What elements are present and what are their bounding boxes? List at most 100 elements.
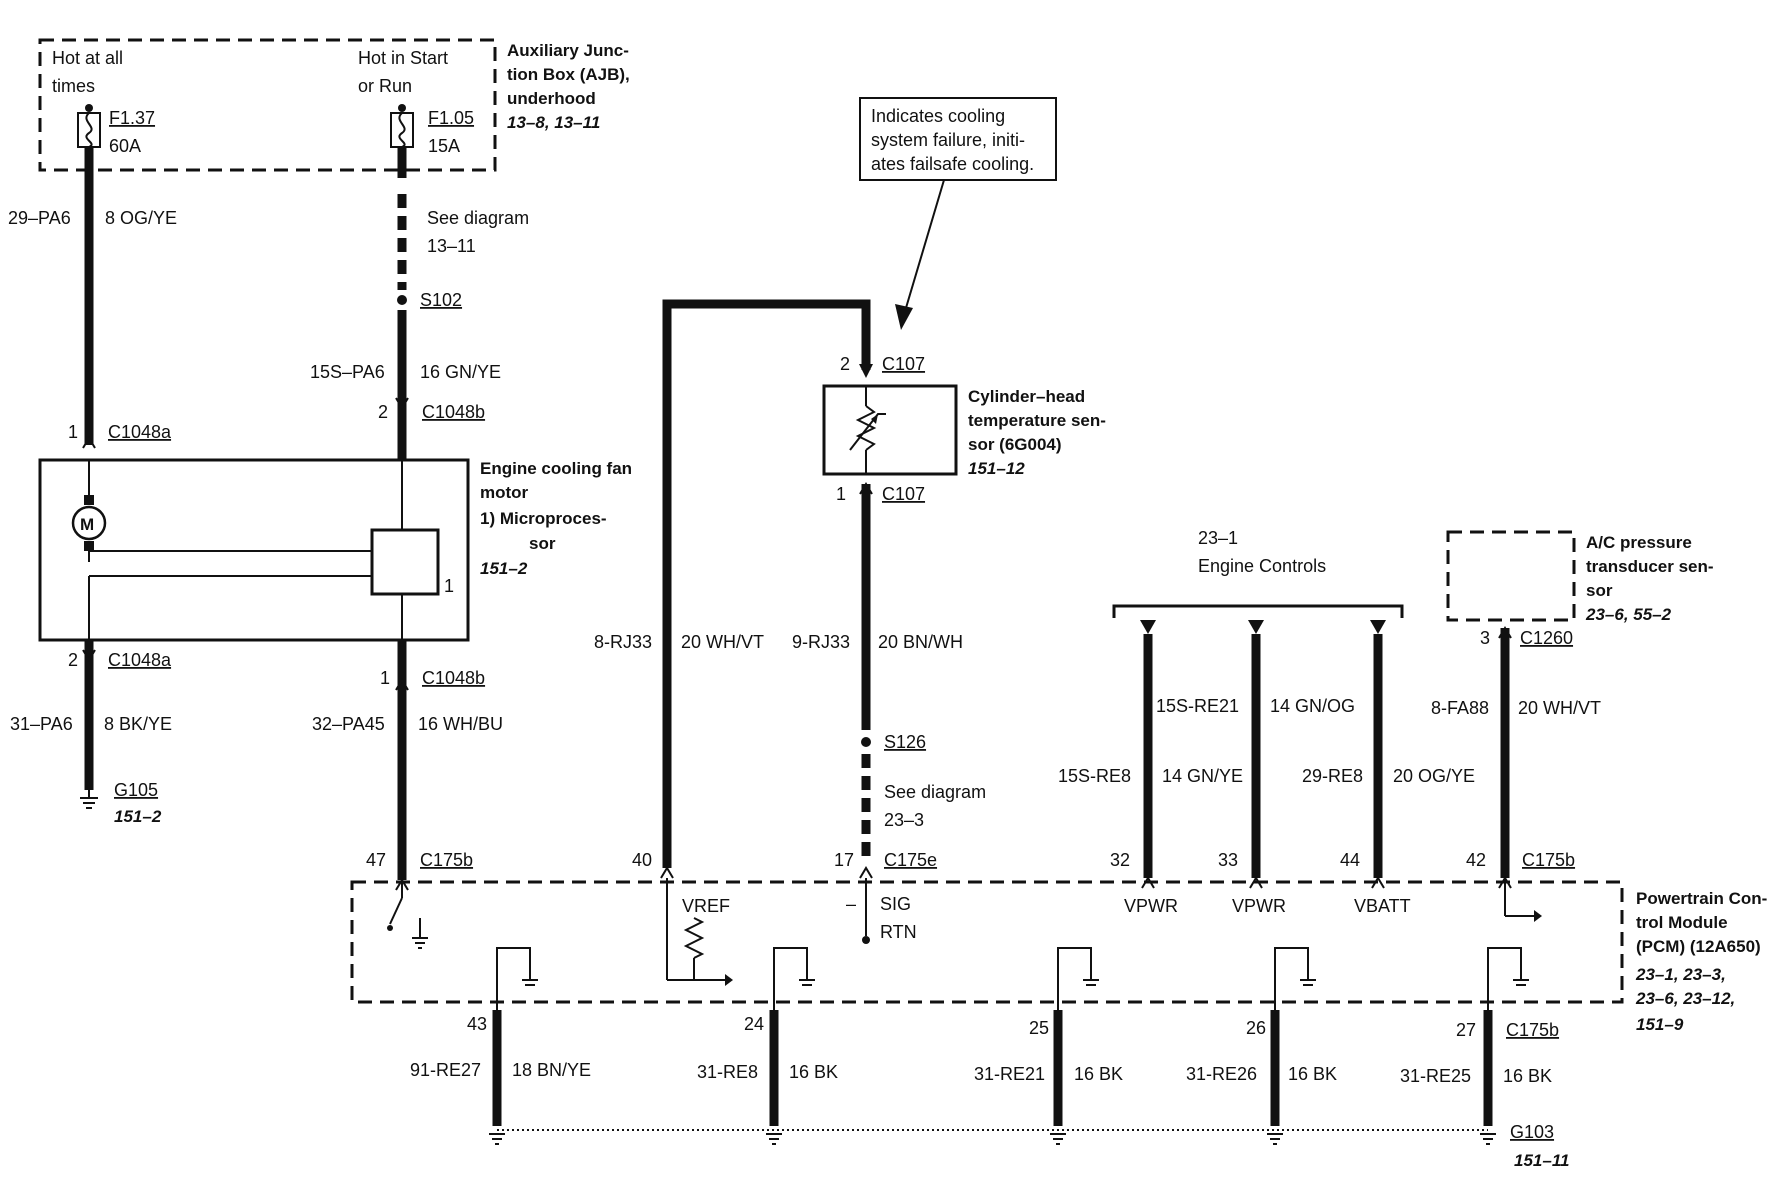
fan-see-1: See diagram (427, 208, 529, 228)
pcm-sig: SIG (880, 894, 911, 914)
pin-a1: 1 (68, 422, 78, 442)
ground-g105: G105 (114, 780, 158, 800)
conn-b2-arrow-icon (395, 397, 409, 410)
motor-glyph: M (80, 515, 94, 534)
ec-w3-circuit: 29-RE8 (1302, 766, 1363, 786)
pcm-pin-33: 33 (1218, 850, 1238, 870)
ajb-ref: 13–8, 13–11 (507, 113, 600, 132)
ec-bus-bracket (1112, 604, 1404, 618)
ajb-hot-start-1: Hot in Start (358, 48, 448, 68)
gnd-conn-27: C175b (1506, 1020, 1559, 1040)
pin17-arrow-icon (859, 866, 873, 879)
pcm-conn-42: C175b (1522, 850, 1575, 870)
gnd-g25: 16 BK (1074, 1064, 1123, 1084)
ac-circuit: 8-FA88 (1431, 698, 1489, 718)
ac-conn: C1260 (1520, 628, 1573, 648)
pin-a2: 2 (68, 650, 78, 670)
cht-sig-gauge: 20 BN/WH (878, 632, 963, 652)
pcm-conn-17: C175e (884, 850, 937, 870)
gnd-c24: 31-RE8 (697, 1062, 758, 1082)
pcm-ground-loops (496, 947, 1529, 1010)
ec-w1-gauge: 14 GN/OG (1270, 696, 1355, 716)
fan-motor-box (38, 458, 470, 642)
gnd-g43: 18 BN/YE (512, 1060, 591, 1080)
splice-s126-dot (861, 737, 871, 747)
gnd-pin-27: 27 (1456, 1020, 1476, 1040)
gnd-g27: 16 BK (1503, 1066, 1552, 1086)
w3-gauge: 8 BK/YE (104, 714, 172, 734)
cht-see-1: See diagram (884, 782, 986, 802)
pcm-pin-42: 42 (1466, 850, 1486, 870)
wire-8-rj33 (662, 299, 871, 868)
motor-brush-bottom (84, 541, 94, 551)
ajb-box (38, 38, 497, 172)
ground-g103-icons (489, 1133, 1496, 1145)
note-line2: system failure, initi- (871, 130, 1025, 150)
note-line3: ates failsafe cooling. (871, 154, 1034, 174)
gnd-pin-24: 24 (744, 1014, 764, 1034)
sig-rtn-dot (862, 936, 870, 944)
fan-sub-2: sor (529, 534, 556, 553)
ac-gauge: 20 WH/VT (1518, 698, 1601, 718)
gnd-pin-43: 43 (467, 1014, 487, 1034)
conn-a1: C1048a (108, 422, 172, 442)
fuse2-id: F1.05 (428, 108, 474, 128)
pcm-rtn: RTN (880, 922, 917, 942)
w2-circuit: 15S–PA6 (310, 362, 385, 382)
pin32-arrow-icon (1141, 876, 1155, 889)
pcm-vpwr1: VPWR (1124, 896, 1178, 916)
cht-title-3: sor (6G004) (968, 435, 1062, 454)
w3-circuit: 31–PA6 (10, 714, 73, 734)
splice-s126: S126 (884, 732, 926, 752)
ec-title: Engine Controls (1198, 556, 1326, 576)
pcm-pin-32: 32 (1110, 850, 1130, 870)
conn-a2: C1048a (108, 650, 172, 670)
cht-conn-top: C107 (882, 354, 925, 374)
fan-title-2: motor (480, 483, 529, 502)
fuse1-amp: 60A (109, 136, 141, 156)
pcm-title-2: trol Module (1636, 913, 1728, 932)
gnd-pin-25: 25 (1029, 1018, 1049, 1038)
conn-b1-arrow-icon (395, 678, 409, 691)
cht-vref-circuit: 8-RJ33 (594, 632, 652, 652)
ec-w3-gauge: 20 OG/YE (1393, 766, 1475, 786)
cht-see-2: 23–3 (884, 810, 924, 830)
pin-b2: 2 (378, 402, 388, 422)
cht-ref: 151–12 (968, 459, 1025, 478)
gnd-g24: 16 BK (789, 1062, 838, 1082)
micro-pin: 1 (444, 576, 454, 596)
pcm-ref-1: 23–1, 23–3, (1635, 965, 1726, 984)
fan-title-1: Engine cooling fan (480, 459, 632, 478)
ac-title-2: transducer sen- (1586, 557, 1714, 576)
fuse-f1-37-icon (77, 104, 101, 148)
cht-sig-circuit: 9-RJ33 (792, 632, 850, 652)
cht-vref-gauge: 20 WH/VT (681, 632, 764, 652)
gnd-c43: 91-RE27 (410, 1060, 481, 1080)
ground-g105-ref: 151–2 (114, 807, 162, 826)
ground-g103-ref: 151–11 (1514, 1151, 1569, 1170)
gnd-c27: 31-RE25 (1400, 1066, 1471, 1086)
gnd-g26: 16 BK (1288, 1064, 1337, 1084)
w1-circuit: 29–PA6 (8, 208, 71, 228)
pcm-pin-44: 44 (1340, 850, 1360, 870)
ac-sensor-box (1446, 530, 1576, 622)
pcm-ref-3: 151–9 (1636, 1015, 1684, 1034)
pcm-conn-47: C175b (420, 850, 473, 870)
thermistor-icon (849, 386, 886, 474)
splice-s102: S102 (420, 290, 462, 310)
conn-b1: C1048b (422, 668, 485, 688)
ac-ref: 23–6, 55–2 (1585, 605, 1672, 624)
ac-input-icon (1504, 878, 1542, 922)
pcm-vref: VREF (682, 896, 730, 916)
ec-w1-circuit: 15S-RE21 (1156, 696, 1239, 716)
fan-sub-1: 1) Microproces- (480, 509, 607, 528)
ac-title-3: sor (1586, 581, 1613, 600)
fuse2-amp: 15A (428, 136, 460, 156)
ec-w2-gauge: 14 GN/YE (1162, 766, 1243, 786)
conn-a1-arrow-icon (82, 436, 96, 449)
pin40-arrow-icon (660, 866, 674, 879)
vref-resistor-icon (666, 878, 733, 986)
note-box (859, 97, 1057, 181)
